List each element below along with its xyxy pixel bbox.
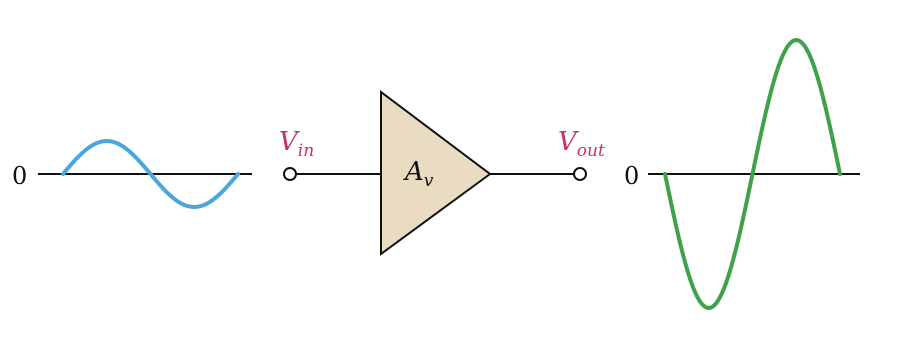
vout-label-main: V xyxy=(558,127,579,157)
vin-label: Vin xyxy=(279,127,314,161)
amplifier-triangle xyxy=(380,89,492,256)
vout-label-sub: out xyxy=(577,141,605,161)
vin-label-sub: in xyxy=(298,141,314,161)
output-sine-wave xyxy=(663,37,842,311)
amplifier-gain-main: A xyxy=(403,157,424,187)
amplifier-gain-sub: v xyxy=(424,171,434,191)
input-sine-wave xyxy=(61,138,240,210)
vout-label: Vout xyxy=(558,127,605,161)
input-zero-label: 0 xyxy=(12,162,27,190)
output-terminal xyxy=(573,167,587,181)
input-terminal xyxy=(283,167,297,181)
amplifier-gain-label: Av xyxy=(403,157,434,191)
output-zero-label: 0 xyxy=(624,162,639,190)
vin-label-main: V xyxy=(279,127,300,157)
